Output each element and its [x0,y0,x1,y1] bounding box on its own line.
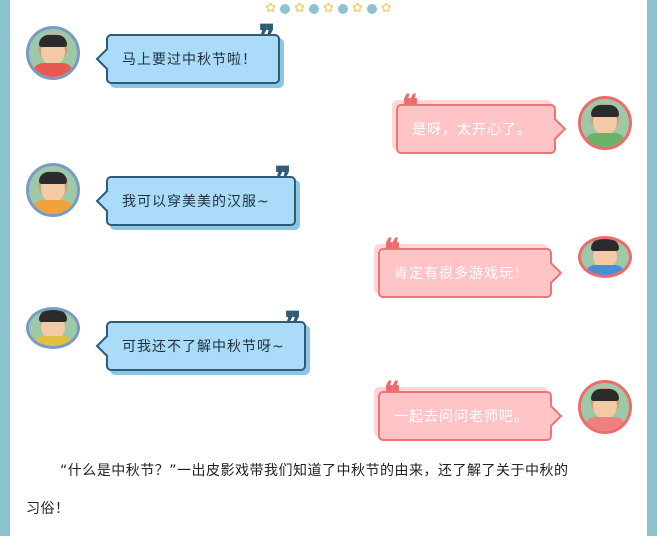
chat-bubble-text: 我可以穿美美的汉服~ [122,194,270,210]
dot-icon [366,4,377,14]
chat-bubble: ❝ 是呀，太开心了。 [396,92,567,154]
star-icon: ✿ [351,1,363,16]
quote-mark-icon: ❞ [284,306,302,341]
chat-bubble: ❞ 可我还不了解中秋节呀~ [95,309,306,371]
child-avatar [578,380,632,434]
child-avatar [578,96,632,150]
chat-bubble: ❝ 肯定有很多游戏玩！ [378,236,563,298]
chat-bubble: ❝ 一起去问问老师吧。 [378,379,563,441]
star-icon: ✿ [323,1,334,16]
article-paragraph: “什么是中秋节？”一出皮影戏带我们知道了中秋节的由来，还了解了关于中秋的 习俗！ [26,452,638,528]
chat-bubble-text: 可我还不了解中秋节呀~ [122,339,285,355]
decorative-divider: ✿ ✿ ✿ ✿ ✿ [10,2,647,16]
paragraph-line: “什么是中秋节？”一出皮影戏带我们知道了中秋节的由来，还了解了关于中秋的 [60,463,569,479]
child-avatar [26,163,80,217]
group-avatar [26,307,80,349]
dot-icon [280,4,291,14]
quote-mark-icon: ❞ [274,161,292,196]
paragraph-line: 习俗！ [26,501,70,517]
star-icon: ✿ [265,1,277,16]
chat-bubble-text: 马上要过中秋节啦！ [122,52,257,68]
group-avatar [578,236,632,278]
dot-icon [337,4,348,14]
chat-bubble-text: 是呀，太开心了。 [412,122,532,138]
star-icon: ✿ [380,1,392,16]
article-panel: ✿ ✿ ✿ ✿ ✿ ❞ 马上要过中秋节啦！ ❝ 是呀，太开心了。 ❞ 我可以穿美… [10,0,647,536]
quote-mark-icon: ❞ [258,19,276,54]
quote-mark-icon: ❝ [402,89,420,124]
child-avatar [26,26,80,80]
quote-mark-icon: ❝ [384,376,402,411]
chat-bubble-text: 一起去问问老师吧。 [394,409,529,425]
quote-mark-icon: ❝ [384,233,402,268]
chat-bubble: ❞ 马上要过中秋节啦！ [95,22,280,84]
chat-bubble-text: 肯定有很多游戏玩！ [394,266,529,282]
dot-icon [309,4,320,14]
chat-bubble: ❞ 我可以穿美美的汉服~ [95,164,296,226]
star-icon: ✿ [294,1,306,16]
